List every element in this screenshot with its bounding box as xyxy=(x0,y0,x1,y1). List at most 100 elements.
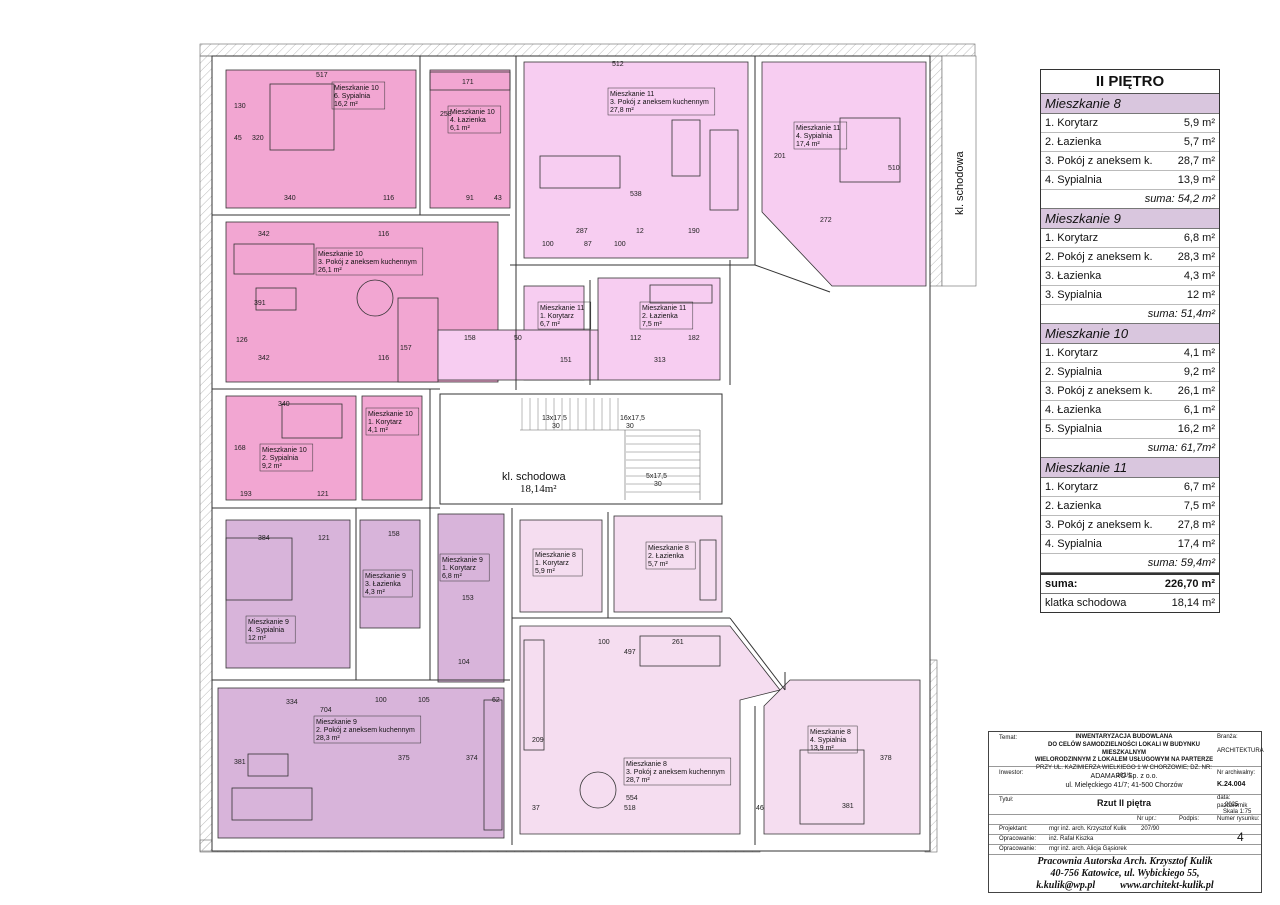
numer-value: 4 xyxy=(1237,830,1244,844)
summary-row: 2. Łazienka 5,7 m² xyxy=(1041,133,1219,152)
dimension-label: 121 xyxy=(318,535,330,542)
footer-line: 40-756 Katowice, ul. Wybickiego 55, xyxy=(1050,868,1200,879)
summary-row: 3. Pokój z aneksem k.27,8 m² xyxy=(1041,516,1219,535)
room-label-m11-pokoj-3: Mieszkanie 11 xyxy=(610,91,654,98)
apartment-8-area xyxy=(519,515,921,835)
summary-section-sum: suma: 54,2 m² xyxy=(1041,190,1219,209)
summary-room-area: 4,1 m² xyxy=(1183,347,1215,359)
summary-room-area: 12 m² xyxy=(1186,289,1215,301)
room-label-m8-korytarz-1: 5,9 m² xyxy=(535,568,556,575)
room-label-m11-pokoj-3: 3. Pokój z aneksem kuchennym xyxy=(610,99,709,106)
sofa-m10 xyxy=(233,243,315,275)
room-label-m8-sypialnia-4: 4. Sypialnia xyxy=(810,737,846,744)
summary-section-sum: suma: 61,7m² xyxy=(1041,439,1219,458)
tytul-value: Rzut II piętra xyxy=(1096,798,1151,808)
room-label-box xyxy=(315,247,424,276)
dimension-label: 157 xyxy=(400,345,412,352)
room-label-m11-sypialnia-4: 17,4 m² xyxy=(796,141,820,148)
summary-room-name: 3. Sypialnia xyxy=(1045,289,1102,301)
dimension-label: 704 xyxy=(320,707,332,714)
dimension-label: 375 xyxy=(398,755,410,762)
room-label-box xyxy=(245,615,296,644)
studio-footer: Pracownia Autorska Arch. Krzysztof Kulik… xyxy=(989,856,1261,892)
room-label-box xyxy=(623,757,732,786)
room-label-m10-sypialnia-6: 6. Sypialnia xyxy=(334,93,370,100)
room-label-box xyxy=(259,443,314,472)
dimension-label: 116 xyxy=(378,231,389,238)
room-label-m9-pokoj-2: 28,3 m² xyxy=(316,735,340,742)
kitchen-m9 xyxy=(483,699,503,831)
summary-room-area: 16,2 m² xyxy=(1177,423,1215,435)
nr-upr-label: Nr upr.: xyxy=(1137,816,1157,822)
dimension-label: 201 xyxy=(774,153,786,160)
bed-m10 xyxy=(269,83,335,151)
dimension-label: 272 xyxy=(820,217,832,224)
summary-room-name: 2. Łazienka xyxy=(1045,136,1102,148)
summary-row: 2. Pokój z aneksem k.28,3 m² xyxy=(1041,248,1219,267)
furniture xyxy=(225,71,901,831)
m8-pokoj-3-room xyxy=(519,625,781,835)
dimension-label: 100 xyxy=(542,241,554,248)
dining-table-m11 xyxy=(671,119,701,177)
summary-room-area: 6,7 m² xyxy=(1183,481,1215,493)
room-label-m9-sypialnia-4: 4. Sypialnia xyxy=(248,627,284,634)
summary-room-name: 3. Pokój z aneksem k. xyxy=(1045,385,1153,397)
dimension-label: 100 xyxy=(598,639,610,646)
dimension-label: 130 xyxy=(234,103,246,110)
room-label-box xyxy=(532,548,583,577)
room-label-box xyxy=(807,725,858,754)
room-label-box xyxy=(362,569,413,598)
m9-pokoj-2-room xyxy=(217,687,505,839)
opracowanie-label-2: Opracowanie: xyxy=(999,846,1037,852)
room-label-box xyxy=(365,407,420,436)
dimension-label: 37 xyxy=(532,805,540,812)
summary-room-name: 2. Łazienka xyxy=(1045,500,1102,512)
nr-label: Nr archiwalny: xyxy=(1217,770,1256,776)
stair-label: kl. schodowa xyxy=(502,471,566,483)
room-label-m8-pokoj-3: 28,7 m² xyxy=(626,777,650,784)
summary-stair-label: klatka schodowa xyxy=(1045,597,1127,609)
projektant-label: Projektant: xyxy=(999,826,1028,832)
summary-section-sum: suma: 51,4m² xyxy=(1041,305,1219,324)
summary-room-area: 28,7 m² xyxy=(1177,155,1215,167)
stair-area: 18,14m² xyxy=(520,483,557,495)
dimension-label: 510 xyxy=(888,165,900,172)
room-label-m9-lazienka-3: 4,3 m² xyxy=(365,589,386,596)
m10-sypialnia-2-room xyxy=(225,395,357,501)
neighbour-wall-right-upper xyxy=(929,55,943,287)
side-staircase xyxy=(941,55,977,287)
tv-m10 xyxy=(255,287,297,311)
summary-total-label: suma: xyxy=(1045,578,1078,590)
summary-room-area: 5,7 m² xyxy=(1183,136,1215,148)
dimension-label: 190 xyxy=(688,228,700,235)
summary-room-area: 27,8 m² xyxy=(1177,519,1215,531)
stair-step-label: 30 xyxy=(654,481,662,488)
dimension-label: 171 xyxy=(462,79,474,86)
room-label-m11-korytarz-1: 6,7 m² xyxy=(540,321,561,328)
neighbour-wall-top xyxy=(199,43,976,57)
summary-room-name: 3. Łazienka xyxy=(1045,270,1102,282)
room-label-m10-lazienka-4: 6,1 m² xyxy=(450,125,471,132)
summary-stair-value: 18,14 m² xyxy=(1171,597,1215,609)
room-label-m10-korytarz-1: 4,1 m² xyxy=(368,427,389,434)
opracowanie-label-1: Opracowanie: xyxy=(999,836,1037,842)
room-label-m10-sypialnia-6: 16,2 m² xyxy=(334,101,358,108)
dimension-label: 100 xyxy=(375,697,387,704)
stair-step-label: 30 xyxy=(626,423,634,430)
dimension-label: 45 xyxy=(234,135,242,142)
summary-section-header: Mieszkanie 9 xyxy=(1041,209,1219,229)
room-label-box xyxy=(607,87,716,116)
room-label-m9-pokoj-2: Mieszkanie 9 xyxy=(316,719,357,726)
room-label-m11-sypialnia-4: 4. Sypialnia xyxy=(796,133,832,140)
nr-value: K.24.004 xyxy=(1217,781,1246,788)
m10-korytarz-1-room xyxy=(361,395,423,501)
bed-m10-b xyxy=(281,403,343,439)
round-table-m8 xyxy=(579,771,617,809)
